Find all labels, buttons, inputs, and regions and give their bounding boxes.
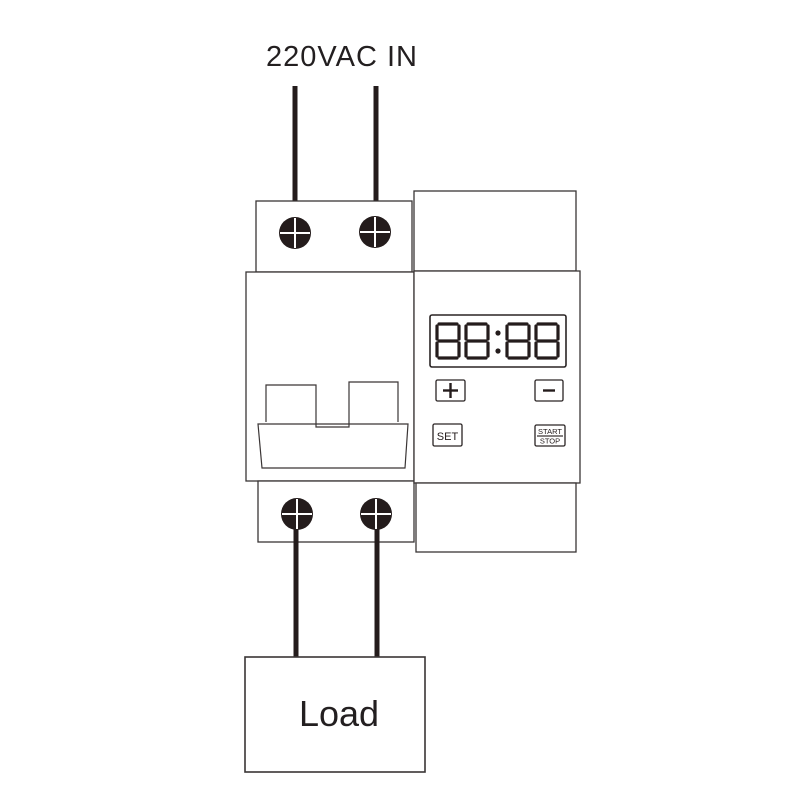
lcd-digit (534, 322, 560, 360)
breaker-toggle (265, 381, 399, 428)
supply-label: 220VAC IN (266, 41, 418, 73)
lcd-digits (435, 322, 560, 360)
timer-body (413, 270, 581, 484)
set-label: SET (437, 431, 459, 443)
screw-terminal-top-left (279, 217, 311, 249)
lcd-colon-bottom (495, 348, 501, 354)
timer-bottom-cap (415, 482, 577, 553)
set-button[interactable]: SET (432, 423, 463, 447)
plus-button[interactable] (435, 379, 466, 402)
screw-terminal-top-right (359, 216, 391, 248)
breaker-toggle-base (257, 423, 409, 469)
lcd-display (429, 314, 567, 368)
start-label: START (538, 427, 562, 436)
lcd-colon-top (495, 330, 501, 336)
lcd-digit (435, 322, 461, 360)
breaker-body (245, 271, 415, 482)
screw-terminal-bottom-left (281, 498, 313, 530)
lcd-digit (505, 322, 531, 360)
load-box (244, 656, 426, 773)
breaker-module (245, 200, 415, 543)
stop-label: STOP (540, 437, 560, 446)
minus-button[interactable] (534, 379, 564, 402)
timer-top-cap (413, 190, 577, 272)
timer-module: SET START STOP (413, 190, 581, 553)
lcd-digit (464, 322, 490, 360)
screw-terminal-bottom-right (360, 498, 392, 530)
start-stop-button[interactable]: START STOP (534, 424, 566, 447)
load-label: Load (299, 693, 379, 734)
